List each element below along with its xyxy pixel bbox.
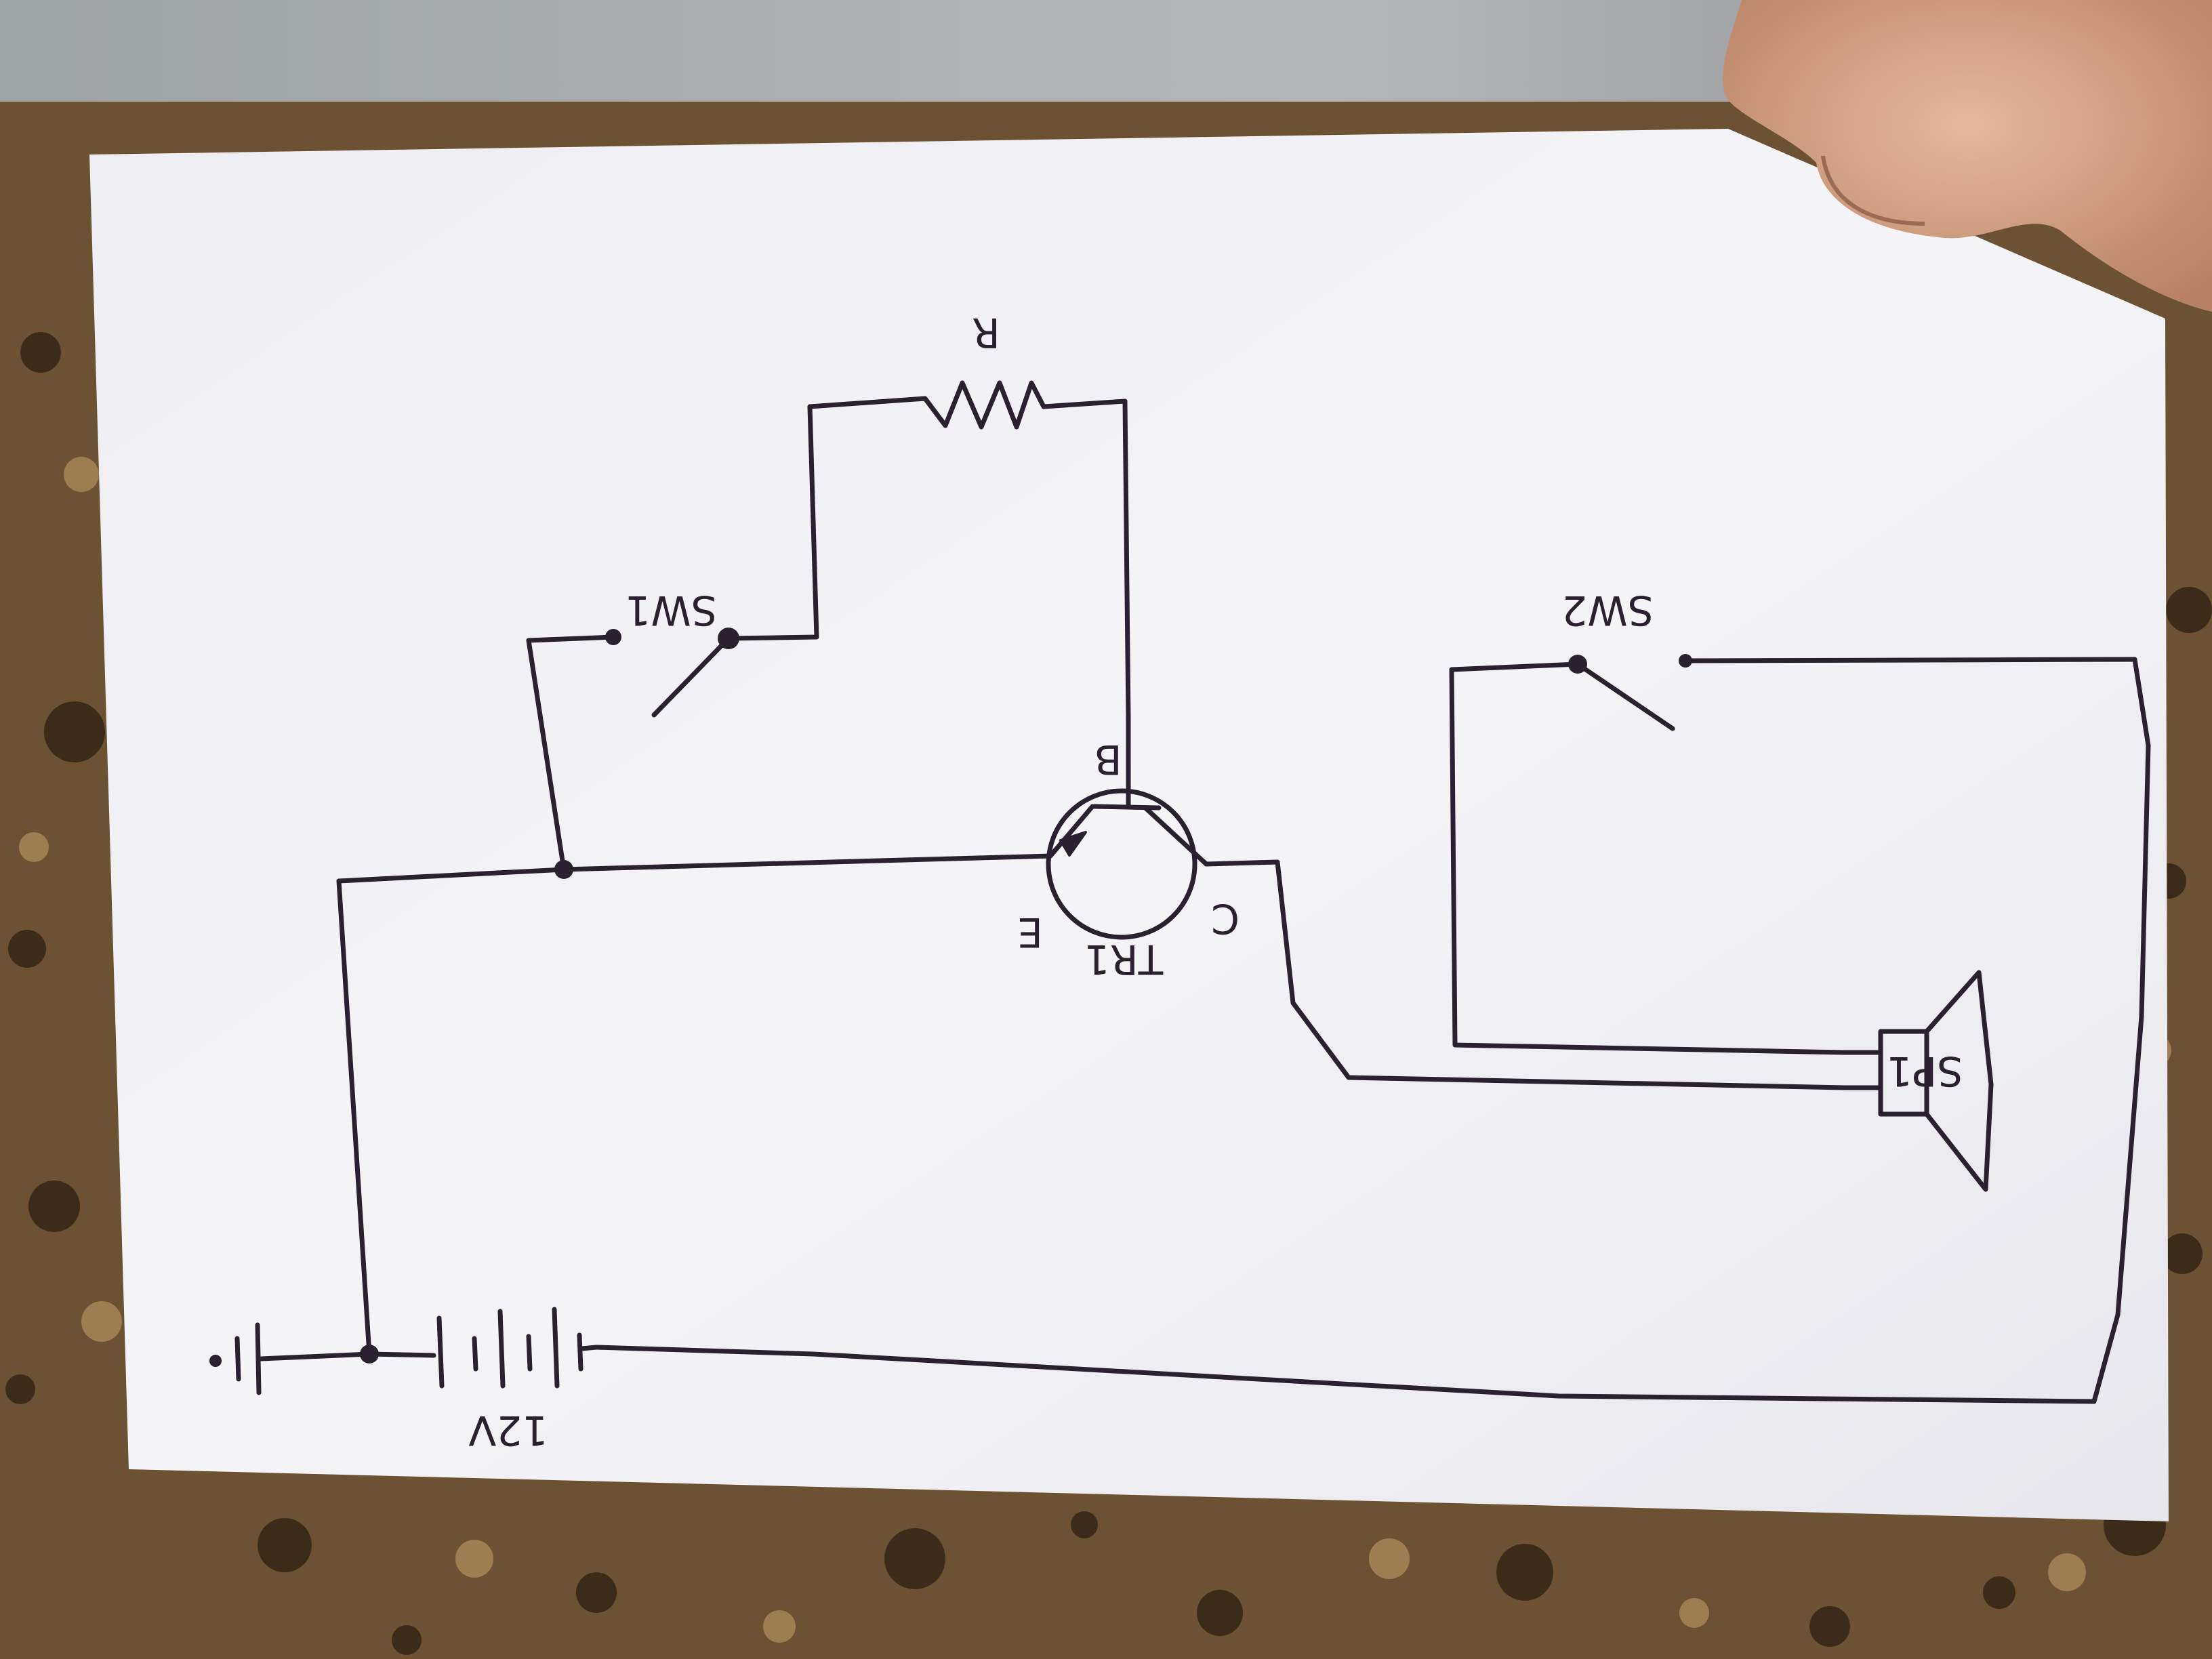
switch-sw2 (1449, 657, 2137, 731)
wire-sw2-return (594, 657, 2151, 1404)
wire-sw1-to-junction (526, 638, 567, 872)
battery-12v (367, 1307, 599, 1389)
switch-sw1 (526, 634, 731, 718)
wire-r-to-base (1122, 398, 1131, 809)
granite-speckles (5, 332, 2212, 1655)
label-base: B (1094, 735, 1122, 783)
label-emitter: E (1017, 908, 1043, 956)
label-sw2: SW2 (1561, 586, 1654, 634)
resistor-r (807, 380, 1128, 430)
label-sp1: SP1 (1887, 1047, 1963, 1094)
junction-dots (209, 628, 1692, 1367)
hand (1723, 0, 2212, 312)
label-sw1: SW1 (625, 586, 717, 634)
label-collector: C (1211, 895, 1240, 942)
labels: R SW1 SW2 TR1 B E C SP1 12V (468, 308, 1963, 1454)
label-resistor: R (972, 308, 1000, 356)
wire-r-to-sw1 (726, 404, 819, 641)
speaker-sp1 (1842, 970, 1994, 1192)
paper-sheet (89, 129, 2169, 1521)
label-12v: 12V (468, 1406, 548, 1454)
wire-sw2-to-speaker (1449, 667, 1847, 1055)
wire-left-rail (336, 878, 372, 1357)
wire-collector-to-speaker (1204, 859, 1847, 1090)
transistor-tr1 (1046, 788, 1209, 940)
ground-symbol (234, 1322, 372, 1395)
label-tr1: TR1 (1084, 935, 1164, 983)
